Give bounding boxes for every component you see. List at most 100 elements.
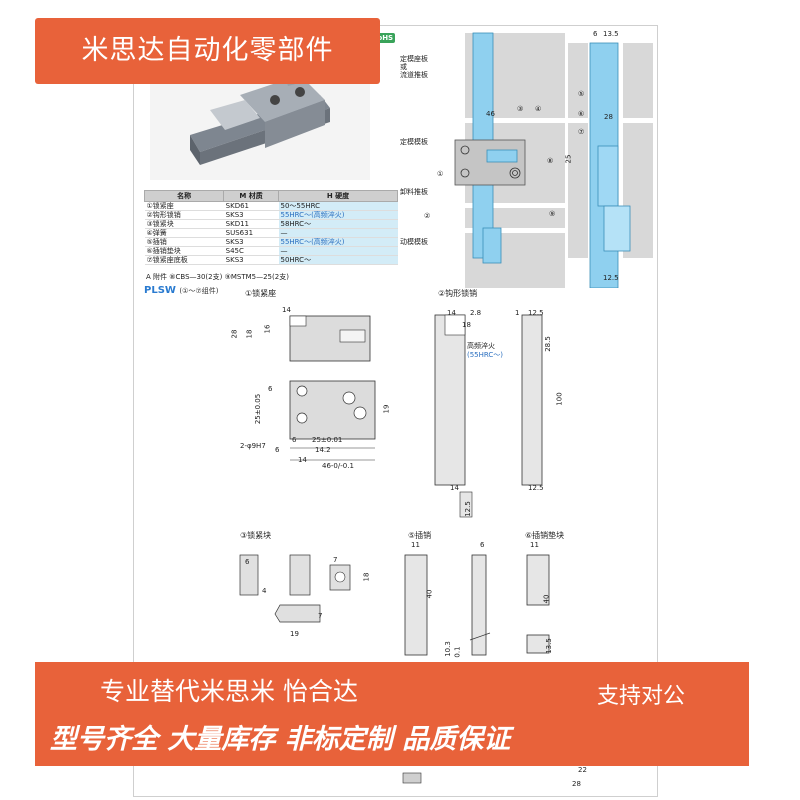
callout-8: ⑧ xyxy=(547,157,554,165)
insert-pin-drawing xyxy=(404,554,491,656)
callout-1: ① xyxy=(437,170,444,178)
callout-6: ⑥ xyxy=(578,110,585,118)
cell: SUS631 xyxy=(223,228,279,238)
callout-9: ⑨ xyxy=(549,210,556,218)
plsw-note: (①～⑦组件) xyxy=(179,287,219,295)
cell: ⑥插销垫块 xyxy=(144,246,224,256)
section1-title: ①锁紧座 xyxy=(245,289,277,298)
dim: 7 xyxy=(333,556,338,564)
section5-title: ⑤插销 xyxy=(408,531,432,540)
dim: 100 xyxy=(555,392,564,406)
cell: 50HRC～ xyxy=(278,255,398,265)
promo-side-text: 支持对公 xyxy=(597,684,686,709)
section3-title: ③锁紧块 xyxy=(240,531,272,540)
dim: 1 xyxy=(515,309,520,317)
hardening-value: (55HRC～) xyxy=(467,351,504,359)
dim-28-right: 28 xyxy=(604,113,613,121)
dim: 40 xyxy=(425,589,434,599)
section2-title: ②钩形锁销 xyxy=(438,289,478,298)
cell: ⑦锁紧座底板 xyxy=(144,255,224,265)
cell: SKD61 xyxy=(223,201,279,211)
top-banner: 米思达自动化零部件 xyxy=(35,18,380,84)
dim: 14.2 xyxy=(315,446,331,454)
dim: 25±0.01 xyxy=(312,436,343,444)
callout-3: ③ xyxy=(517,105,524,113)
dim-22-bottom: 22 xyxy=(578,766,587,774)
dim: 18 xyxy=(462,321,471,329)
table-header-row: 名称 M 材质 H 硬度 xyxy=(143,190,398,202)
rohs-badge: RoHS xyxy=(370,33,396,43)
dim: 12.5 xyxy=(463,501,472,517)
cell: — xyxy=(278,228,398,238)
dim: 6 xyxy=(275,446,280,454)
dim-28-bottom: 28 xyxy=(572,780,581,788)
cell: 55HRC～(高频淬火) xyxy=(278,210,398,220)
cell: ②钩形锁销 xyxy=(144,210,224,220)
dim-6-right: 6 xyxy=(593,30,598,38)
plsw-title: PLSW (①～⑦组件) xyxy=(144,285,218,296)
hook-pin-drawing xyxy=(434,314,543,518)
dim: 2.8 xyxy=(470,309,482,317)
dim: 40 xyxy=(542,594,551,604)
dim: 28 xyxy=(230,329,239,339)
dim-25-right: 25 xyxy=(564,154,573,164)
dim: 4 xyxy=(262,587,267,595)
cell: SKS3 xyxy=(223,255,279,265)
dim-46: 46 xyxy=(486,110,495,118)
dim: 14 xyxy=(282,306,291,314)
label-fixed-plate: 定模座板 或 流道推板 xyxy=(400,55,428,79)
dim: 2-φ9H7 xyxy=(240,442,266,450)
dim: 10.3 xyxy=(443,641,452,657)
pin-pad-drawing xyxy=(526,554,550,654)
dim: 13.5 xyxy=(544,638,553,654)
dim-12-5: 12.5 xyxy=(603,274,619,282)
assembly-drawing-right xyxy=(568,42,653,288)
callout-7: ⑦ xyxy=(578,128,585,136)
cell: — xyxy=(278,246,398,256)
cell: ④弹簧 xyxy=(144,228,224,238)
dim: 0.1 xyxy=(453,646,462,658)
dim: 6 xyxy=(292,436,297,444)
header-material: M 材质 xyxy=(223,190,279,202)
small-part-drawing xyxy=(402,772,422,784)
dim: 14 xyxy=(298,456,307,464)
top-banner-text: 米思达自动化零部件 xyxy=(81,35,334,66)
dim: 28.5 xyxy=(543,336,552,352)
dim: 25±0.05 xyxy=(254,393,263,425)
dim: 18 xyxy=(245,329,254,339)
cell: SKS3 xyxy=(223,237,279,247)
label-moving-template: 动模模板 xyxy=(400,238,428,246)
dim: 46-0/-0.1 xyxy=(322,462,354,470)
dim: 19 xyxy=(382,404,391,414)
section6-title: ⑥插销垫块 xyxy=(525,531,565,540)
dim: 19 xyxy=(290,630,299,638)
dim: 14 xyxy=(450,484,459,492)
dim: 7 xyxy=(318,612,323,620)
cell: ①锁紧座 xyxy=(144,201,224,211)
cell: ③锁紧块 xyxy=(144,219,224,229)
cell: 58HRC～ xyxy=(278,219,398,229)
promo-banner xyxy=(35,662,749,766)
callout-4: ④ xyxy=(535,105,542,113)
header-name: 名称 xyxy=(143,190,225,202)
accessories-note: A 附件 ⑧CBS—30(2支) ⑨MSTM5—25(2支) xyxy=(146,273,289,281)
header-hardness: H 硬度 xyxy=(278,190,398,202)
promo-tagline: 型号齐全 大量库存 非标定制 品质保证 xyxy=(50,724,511,755)
dim: 18 xyxy=(362,572,371,582)
cell: 50～55HRC xyxy=(278,201,398,211)
dim: 6 xyxy=(268,385,273,393)
dim: 12.5 xyxy=(528,309,544,317)
cell: SKD11 xyxy=(223,219,279,229)
dim: 11 xyxy=(411,541,420,549)
dim: 6 xyxy=(245,558,250,566)
callout-5: ⑤ xyxy=(578,90,585,98)
lock-seat-drawing xyxy=(289,315,376,461)
label-stripper-plate: 卸料推板 xyxy=(400,188,428,196)
dim: 14 xyxy=(447,309,456,317)
dim: 11 xyxy=(530,541,539,549)
